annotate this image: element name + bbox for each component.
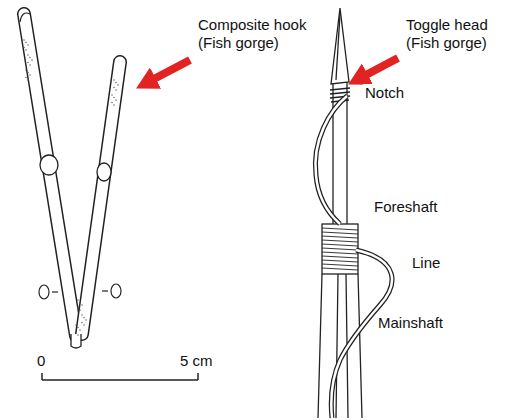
- callout-label: Composite hook (Fish gorge): [196, 16, 322, 52]
- pointer-arrow: [152, 60, 190, 80]
- part-label: Line: [410, 254, 442, 272]
- callout-label: Toggle head (Fish gorge): [404, 16, 516, 52]
- scale-number: 5 cm: [178, 352, 215, 370]
- scale-bar: [42, 373, 198, 380]
- part-label: Foreshaft: [372, 198, 439, 216]
- part-label: Mainshaft: [376, 314, 445, 332]
- composite-hook: [20, 13, 121, 348]
- pointer-arrow: [364, 58, 398, 76]
- scale-number: 0: [35, 352, 47, 370]
- part-label: Notch: [363, 84, 406, 102]
